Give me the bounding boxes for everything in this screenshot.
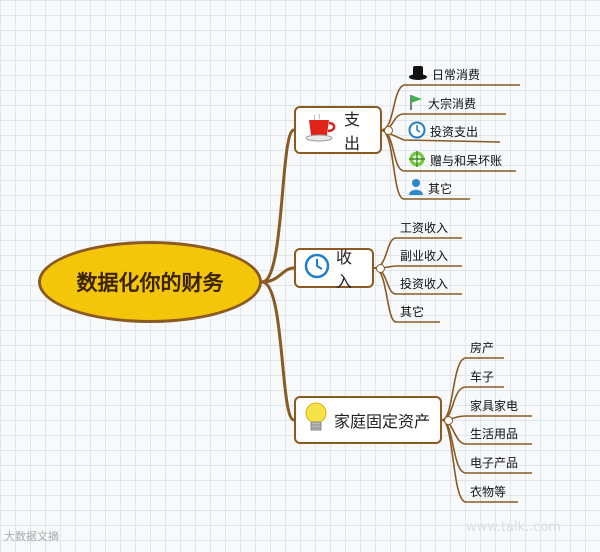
clock-icon — [304, 253, 330, 283]
watermark-right: www.talk..com — [466, 520, 562, 535]
collapse-toggle-income[interactable] — [376, 264, 385, 273]
connector-root-assets — [260, 280, 296, 422]
connector-root-expense — [260, 128, 296, 284]
collapse-toggle-assets[interactable] — [444, 416, 453, 425]
leaf-investment-income[interactable]: 投资收入 — [400, 276, 449, 291]
target-icon — [408, 150, 426, 171]
leaf-real-estate[interactable]: 房产 — [470, 340, 495, 355]
leaf-investment-spending[interactable]: 投资支出 — [404, 120, 482, 142]
flag-icon — [408, 93, 424, 114]
clock-icon — [408, 121, 426, 142]
leaf-gifts-bad-debts[interactable]: 赠与和呆坏账 — [404, 149, 506, 171]
leaf-clothing[interactable]: 衣物等 — [470, 484, 507, 499]
person-icon — [408, 178, 424, 199]
branch-income[interactable]: 收入 — [294, 248, 374, 291]
branch-income-label: 收入 — [336, 248, 353, 291]
top-hat-icon — [408, 64, 428, 85]
leaf-furniture-appliances[interactable]: 家具家电 — [470, 398, 519, 413]
teacup-icon — [304, 113, 338, 147]
leaf-daily-goods[interactable]: 生活用品 — [470, 426, 519, 441]
branch-expense[interactable]: 支出 — [294, 106, 382, 154]
lightbulb-icon — [304, 402, 328, 438]
leaf-side-income[interactable]: 副业收入 — [400, 248, 449, 263]
branch-fixed-assets[interactable]: 家庭固定资产 — [294, 396, 442, 444]
watermark-left: 大数据文摘 — [4, 530, 59, 543]
leaf-salary-income[interactable]: 工资收入 — [400, 220, 449, 235]
root-topic-label: 数据化你的财务 — [76, 271, 224, 295]
leaf-car[interactable]: 车子 — [470, 369, 495, 384]
leaf-income-other[interactable]: 其它 — [400, 304, 425, 319]
branch-fixed-assets-label: 家庭固定资产 — [334, 412, 431, 431]
collapse-toggle-expense[interactable] — [384, 126, 393, 135]
branch-expense-label: 支出 — [344, 110, 361, 153]
root-topic[interactable]: 数据化你的财务 — [38, 241, 262, 323]
leaf-expense-other[interactable]: 其它 — [404, 177, 456, 199]
leaf-electronics[interactable]: 电子产品 — [470, 455, 519, 470]
leaf-daily-spending[interactable]: 日常消费 — [404, 63, 484, 85]
leaf-large-spending[interactable]: 大宗消费 — [404, 92, 480, 114]
connector-root-income — [260, 266, 296, 284]
